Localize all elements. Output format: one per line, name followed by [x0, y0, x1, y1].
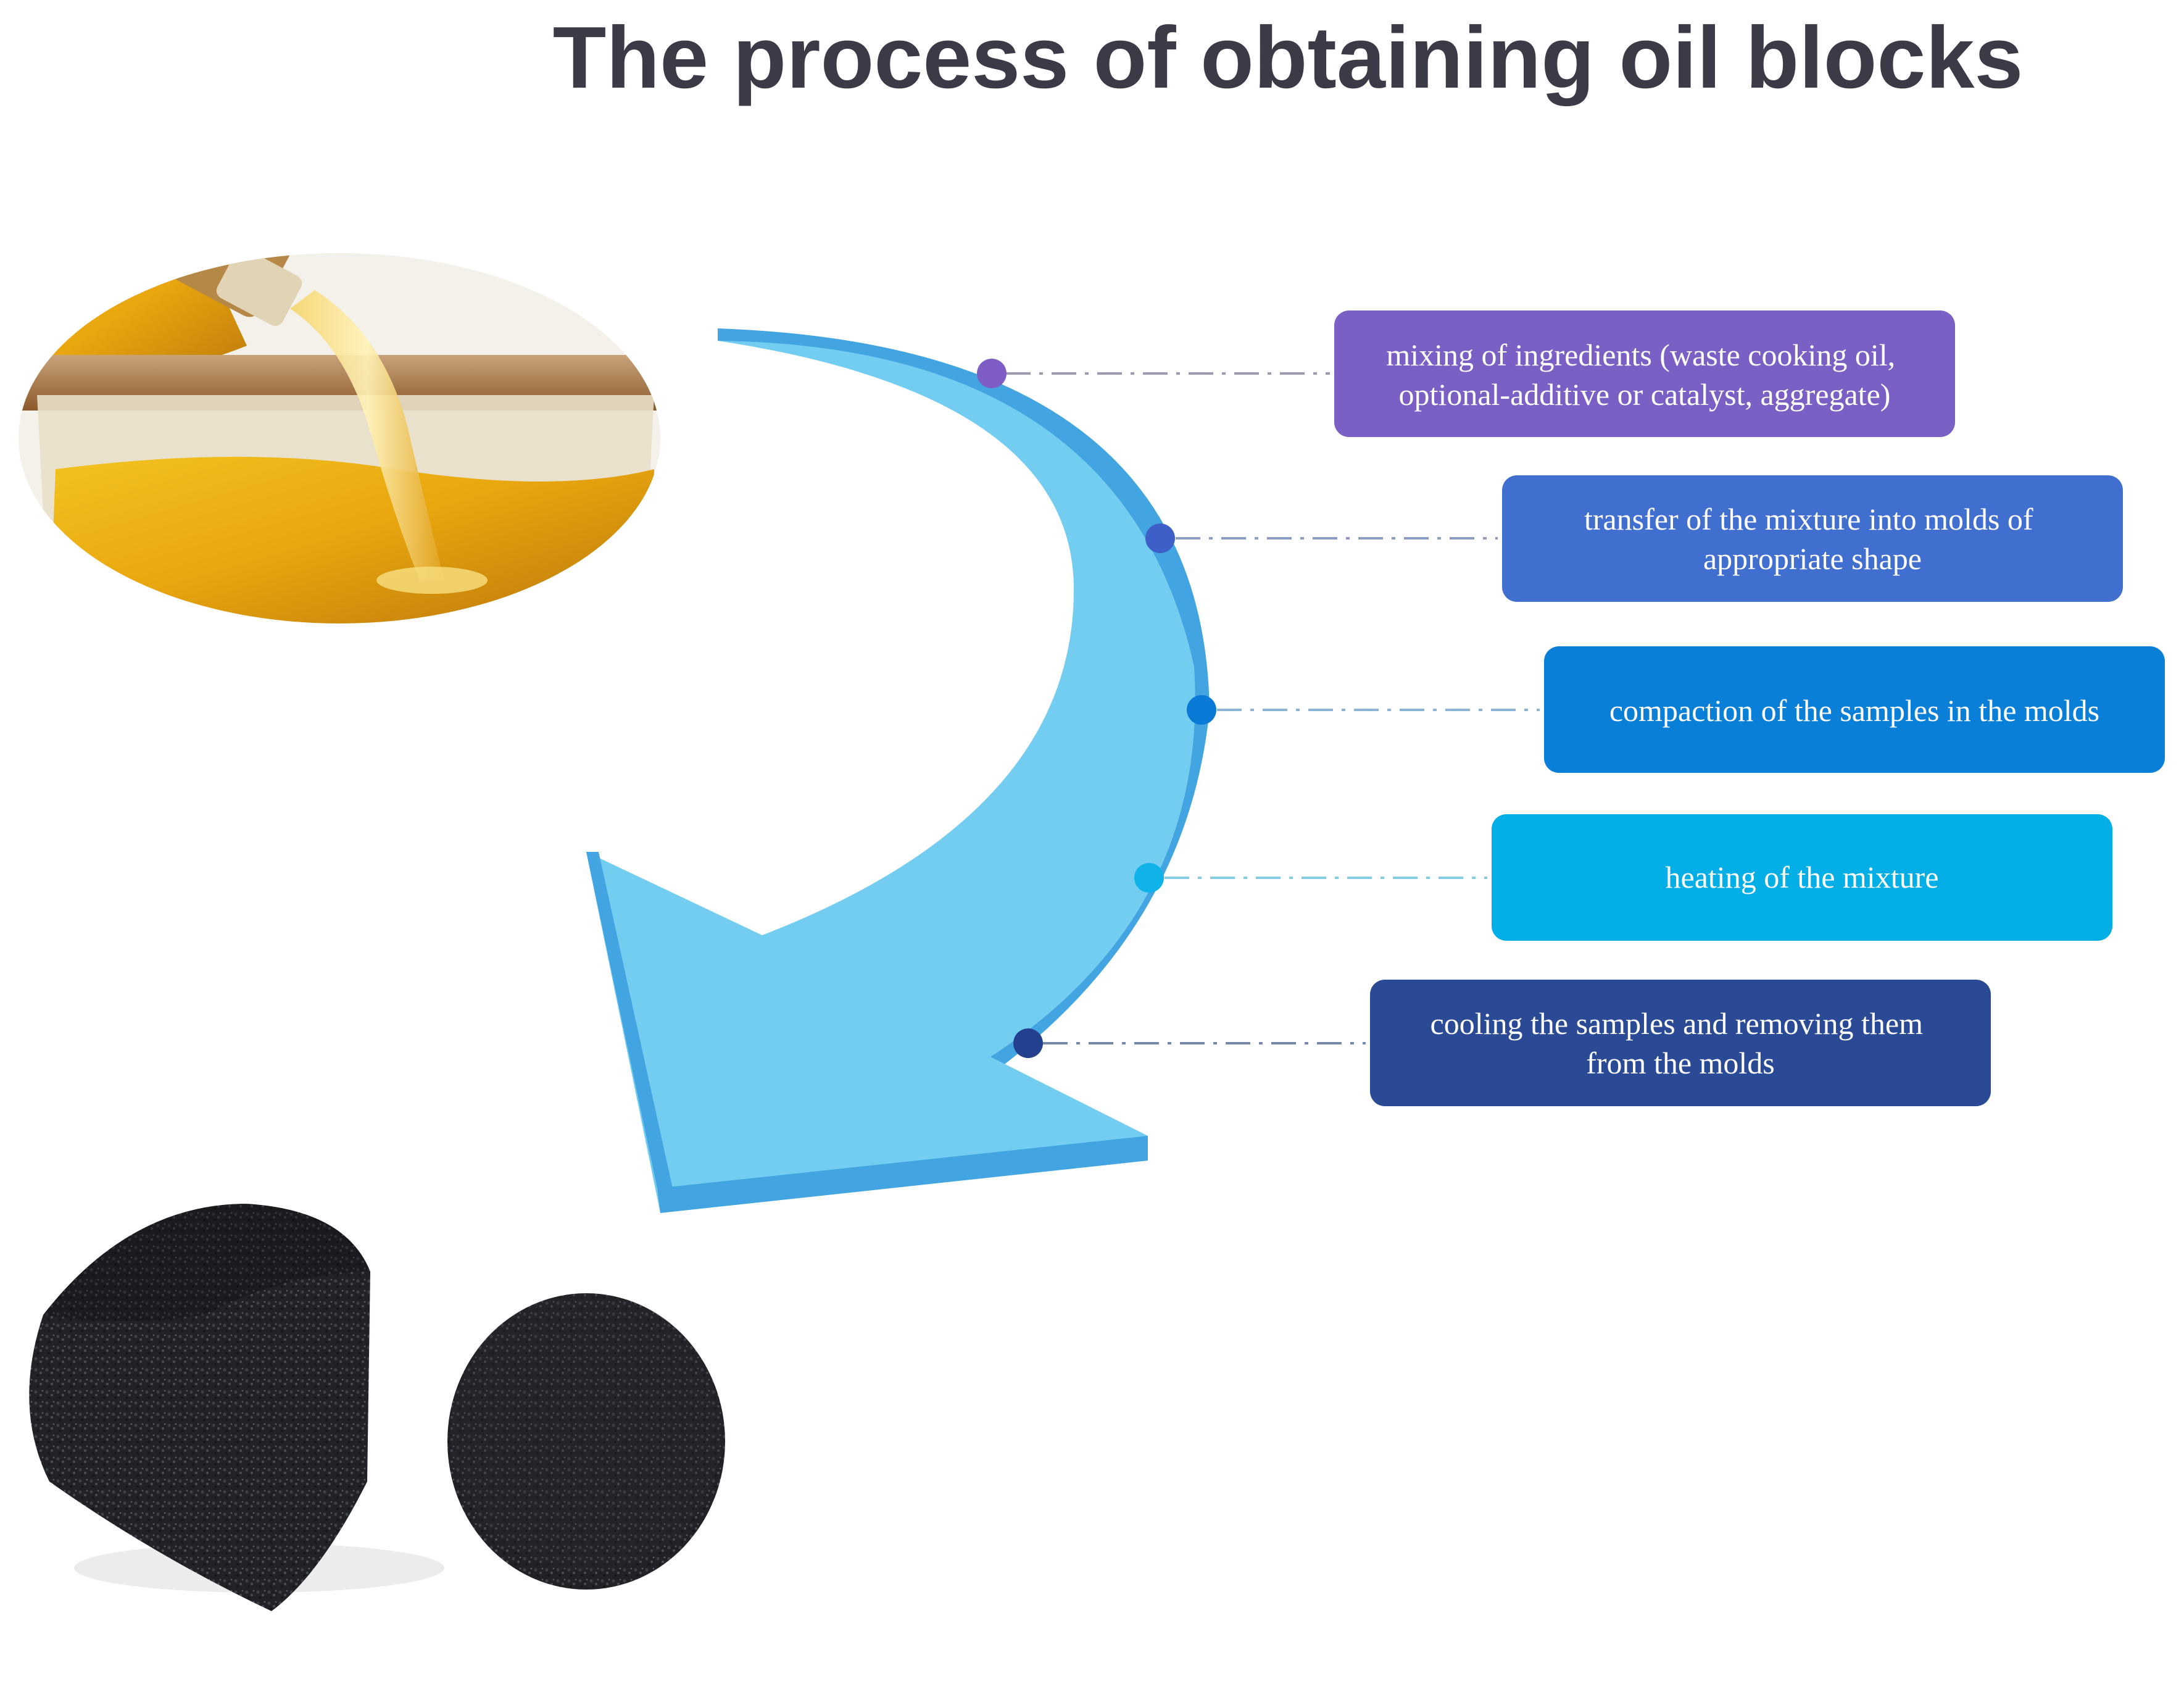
svg-text:transfer of the mixture into m: transfer of the mixture into molds of ap… — [1584, 502, 2041, 576]
step-box-heating — [1492, 814, 2112, 941]
step-dot-transfer — [1145, 523, 1175, 553]
svg-text:heating of the mixture: heating of the mixture — [1666, 860, 1939, 894]
page-title: The process of obtaining oil blocks — [553, 9, 2024, 107]
step-transfer-line-1: transfer of the mixture into molds of — [1584, 502, 2033, 536]
step-mixing-line-2: optional-additive or catalyst, aggregate… — [1399, 377, 1891, 412]
svg-text:compaction of the samples in t: compaction of the samples in the molds — [1609, 693, 2099, 728]
process-arrow — [586, 328, 1210, 1213]
step-compaction-line-1: compaction of the samples in the molds — [1609, 693, 2099, 728]
step-compaction: compaction of the samples in the molds — [1187, 646, 2165, 773]
step-box-mixing — [1334, 311, 1955, 437]
step-dot-heating — [1134, 863, 1164, 893]
svg-text:mixing of ingredients (waste c: mixing of ingredients (waste cooking oil… — [1386, 338, 1903, 412]
step-box-cooling — [1370, 980, 1991, 1106]
step-cooling-line-1: cooling the samples and removing them — [1430, 1006, 1924, 1041]
step-dot-cooling — [1013, 1028, 1043, 1058]
step-dot-mixing — [977, 359, 1007, 388]
process-steps: mixing of ingredients (waste cooking oil… — [977, 311, 2165, 1106]
step-cooling: cooling the samples and removing them fr… — [1013, 980, 1991, 1106]
step-box-compaction — [1544, 646, 2165, 773]
step-transfer-line-2: appropriate shape — [1703, 541, 1922, 576]
step-heating: heating of the mixture — [1134, 814, 2112, 941]
step-heating-line-1: heating of the mixture — [1666, 860, 1939, 894]
svg-text:cooling the samples and removi: cooling the samples and removing them fr… — [1430, 1006, 1931, 1080]
step-dot-compaction — [1187, 695, 1216, 725]
arrow-body — [586, 341, 1195, 1213]
step-mixing: mixing of ingredients (waste cooking oil… — [977, 311, 1955, 437]
step-transfer: transfer of the mixture into molds of ap… — [1145, 475, 2123, 602]
arrow-head-edge — [586, 852, 673, 1188]
oil-block-samples-photo — [29, 1204, 725, 1611]
step-cooling-line-2: from the molds — [1586, 1046, 1775, 1080]
arrow-base-edge — [657, 1136, 1148, 1213]
step-box-transfer — [1502, 475, 2123, 602]
step-mixing-line-1: mixing of ingredients (waste cooking oil… — [1386, 338, 1895, 372]
oil-pouring-photo — [19, 253, 660, 623]
